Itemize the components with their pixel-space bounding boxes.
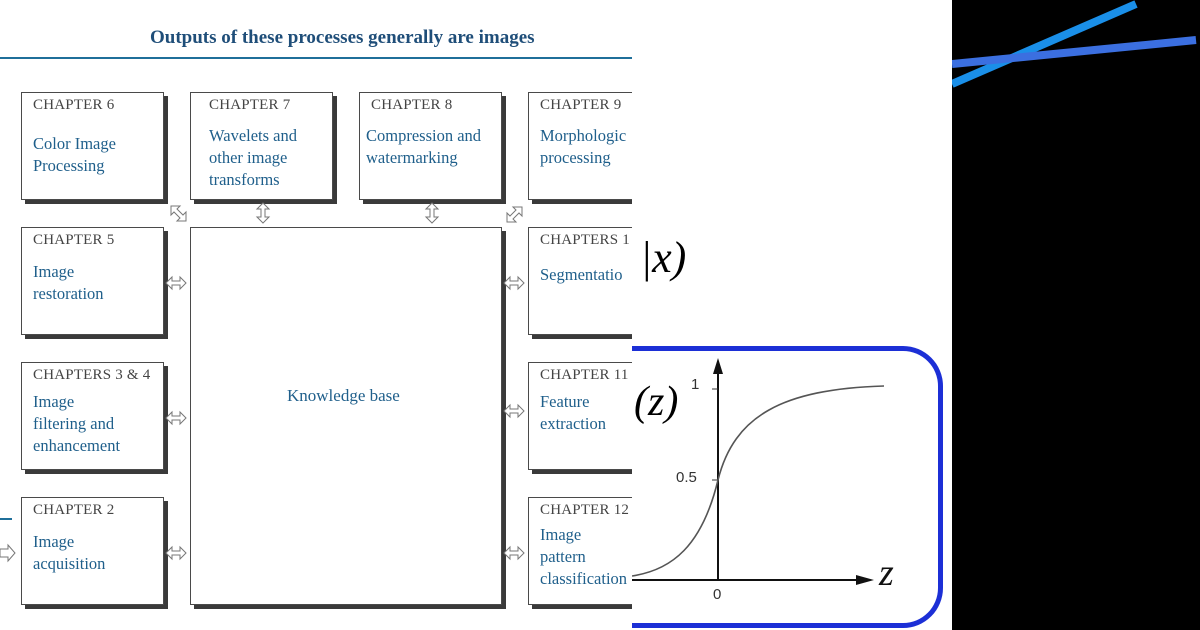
chapter-title: Color Image Processing xyxy=(33,134,116,175)
tick-half-label: 0.5 xyxy=(676,469,697,486)
chapter-label: CHAPTER 11 xyxy=(540,367,629,383)
chapter-title: Segmentatio xyxy=(540,265,623,284)
box-chapter-12: CHAPTER 12 Image pattern classification xyxy=(528,497,632,605)
connector-arrows xyxy=(0,202,525,563)
box-chapter-6: CHAPTER 6 Color Image Processing xyxy=(21,92,164,200)
chapter-title: Image pattern classification xyxy=(540,525,628,588)
box-chapter-5: CHAPTER 5 Image restoration xyxy=(21,227,164,335)
double-arrow-horizontal xyxy=(165,275,187,291)
z-axis-label: z xyxy=(879,552,894,594)
chapter-label: CHAPTER 9 xyxy=(540,97,622,113)
chapter-label: CHAPTER 2 xyxy=(33,502,115,518)
double-arrow-horizontal xyxy=(503,275,525,291)
sigmoid-curve xyxy=(632,385,885,577)
blue-line xyxy=(950,0,1138,88)
y-axis-arrowhead xyxy=(713,358,723,374)
box-chapter-9: CHAPTER 9 Morphologic processing xyxy=(528,92,632,200)
box-chapter-8: CHAPTER 8 Compression and watermarking xyxy=(359,92,502,200)
box-chapter-10: CHAPTERS 1 Segmentatio xyxy=(528,227,632,335)
input-arrow xyxy=(0,543,16,563)
double-arrow-diagonal xyxy=(506,206,523,223)
sigmoid-plot xyxy=(632,358,885,585)
math-fragment-x: |x) xyxy=(640,233,687,282)
diagram-heading: Outputs of these processes generally are… xyxy=(150,27,535,48)
blue-lines xyxy=(950,0,1197,88)
chapter-label: CHAPTER 6 xyxy=(33,97,115,113)
tick-one-label: 1 xyxy=(691,376,700,393)
chapter-label: CHAPTERS 3 & 4 xyxy=(33,367,151,383)
double-arrow-horizontal xyxy=(165,545,187,561)
double-arrow-vertical xyxy=(255,202,271,224)
black-panel xyxy=(950,0,1200,630)
knowledge-base-box xyxy=(190,227,502,605)
chapter-title: Image acquisition xyxy=(33,532,106,573)
knowledge-base-label: Knowledge base xyxy=(287,386,400,405)
chapter-label: CHAPTER 8 xyxy=(371,97,453,113)
box-chapter-11: CHAPTER 11 Feature extraction xyxy=(528,362,632,470)
chapter-label: CHAPTER 7 xyxy=(209,97,291,113)
double-arrow-horizontal xyxy=(165,410,187,426)
double-arrow-vertical xyxy=(424,202,440,224)
chapter-title: Image filtering and enhancement xyxy=(33,392,121,455)
double-arrow-diagonal xyxy=(170,205,187,222)
chapter-title: Wavelets and other image transforms xyxy=(209,126,298,189)
x-axis-arrowhead xyxy=(856,575,874,585)
chapter-label: CHAPTER 12 xyxy=(540,502,630,518)
box-chapter-2: CHAPTER 2 Image acquisition xyxy=(21,497,164,605)
double-arrow-horizontal xyxy=(503,545,525,561)
chapter-title: Morphologic processing xyxy=(540,126,627,167)
math-fragment-z: (z) xyxy=(634,379,679,425)
chapter-title: Compression and watermarking xyxy=(366,126,482,167)
image-processing-diagram: Outputs of these processes generally are… xyxy=(0,27,632,605)
chapter-label: CHAPTER 5 xyxy=(33,232,115,248)
chapter-title: Feature extraction xyxy=(540,392,606,433)
heading-rule xyxy=(0,57,632,59)
box-chapters-3-4: CHAPTERS 3 & 4 Image filtering and enhan… xyxy=(21,362,164,470)
double-arrow-horizontal xyxy=(503,403,525,419)
chapter-title: Image restoration xyxy=(33,262,104,303)
chapter-label: CHAPTERS 1 xyxy=(540,232,630,248)
blue-line xyxy=(951,36,1197,68)
box-chapter-7: CHAPTER 7 Wavelets and other image trans… xyxy=(190,92,333,200)
tick-zero-label: 0 xyxy=(713,586,722,603)
